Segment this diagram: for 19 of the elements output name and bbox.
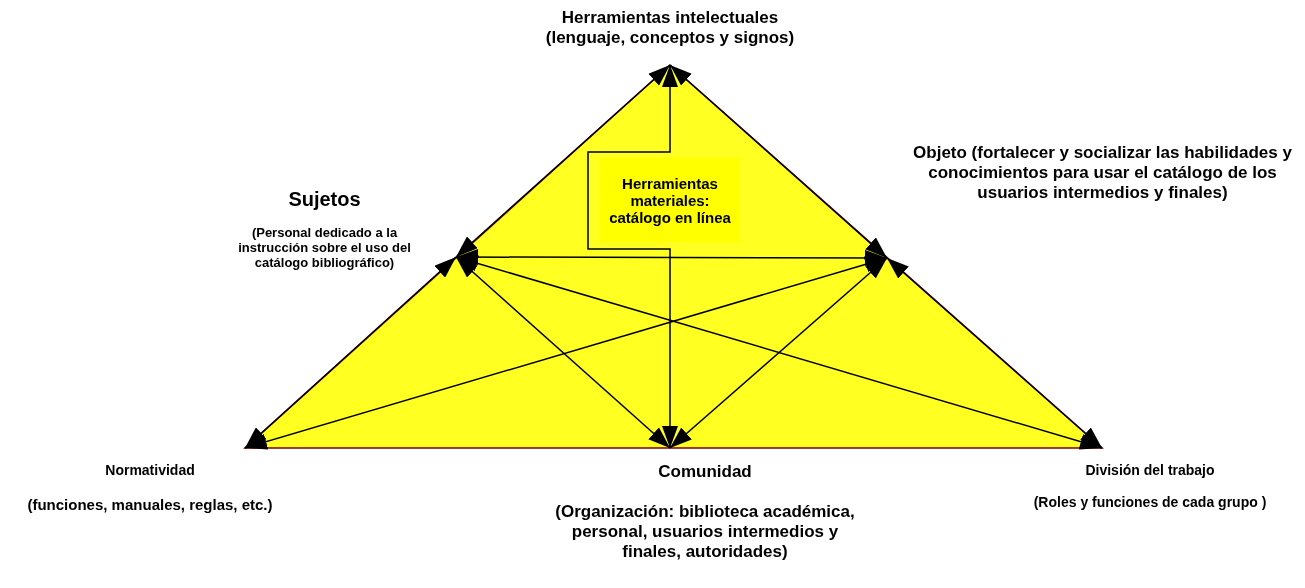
double-arrow (455, 249, 888, 266)
double-arrow (587, 64, 678, 449)
node-heading: División del trabajo (1084, 462, 1216, 478)
node-description: (Personal dedicado a la instrucción sobre el uso del catálogo bibliográfico) (237, 225, 412, 270)
double-arrow (455, 256, 671, 449)
node-heading: Sujetos (287, 188, 362, 211)
vertex-label: Herramientas intelectuales (lenguaje, conceptos y signos) (544, 8, 796, 48)
double-arrow (244, 256, 457, 449)
node-description: (funciones, manuales, reglas, etc.) (26, 496, 274, 513)
node-heading: Comunidad (657, 462, 753, 482)
double-arrow (886, 257, 1103, 449)
double-arrow (669, 257, 888, 449)
double-arrow (669, 64, 888, 259)
node-description: (Roles y funciones de cada grupo ) (1032, 494, 1268, 510)
node-description: (Organización: biblioteca académica, personal, usuarios intermedios y finales, autoridades) (554, 502, 856, 562)
vertex-label: Objeto (fortalecer y socializar las habilidades y conocimientos para usar el catálogo de los usuarios intermedios y finales) (912, 143, 1293, 203)
info-box: Herramientas materiales: catálogo en línea (600, 158, 740, 242)
double-arrow (455, 64, 671, 258)
node-heading: Normatividad (104, 462, 196, 478)
